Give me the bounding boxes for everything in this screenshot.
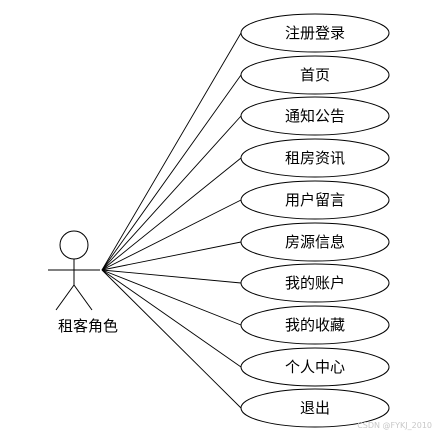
actor-label: 租客角色 <box>58 317 118 335</box>
use-case: 通知公告 <box>240 96 390 136</box>
use-case: 我的收藏 <box>240 305 390 345</box>
actor-tenant: 租客角色 <box>48 230 118 335</box>
use-case-label: 租房资讯 <box>285 149 345 167</box>
association-line <box>101 74 242 271</box>
association-line <box>101 32 242 271</box>
association-lines <box>101 32 242 409</box>
association-line <box>101 115 242 271</box>
use-case: 个人中心 <box>240 347 390 387</box>
use-case-label: 注册登录 <box>285 24 345 42</box>
use-case-ellipse <box>240 180 390 220</box>
use-case-ellipse <box>240 55 390 95</box>
use-case-ellipse <box>240 138 390 178</box>
use-case-ellipse <box>240 388 390 428</box>
use-case-ellipse <box>240 305 390 345</box>
use-case-ellipse <box>240 222 390 262</box>
use-case-ellipse <box>240 13 390 53</box>
association-line <box>101 157 242 271</box>
association-line <box>101 241 242 271</box>
use-case-label: 我的收藏 <box>285 316 345 334</box>
association-line <box>101 269 242 409</box>
association-line <box>101 199 242 271</box>
use-case-label: 用户留言 <box>285 191 345 209</box>
use-case: 首页 <box>240 55 390 95</box>
use-case-ellipse <box>240 263 390 303</box>
use-case-label: 我的账户 <box>285 274 345 292</box>
use-case-label: 首页 <box>300 66 330 84</box>
actor-left-leg <box>55 284 75 311</box>
actor-right-leg <box>73 284 93 311</box>
use-case-label: 通知公告 <box>285 107 345 125</box>
use-case: 租房资讯 <box>240 138 390 178</box>
use-case: 用户留言 <box>240 180 390 220</box>
use-case: 我的账户 <box>240 263 390 303</box>
use-case-label: 房源信息 <box>285 233 345 251</box>
use-case: 注册登录 <box>240 13 390 53</box>
use-case-label: 个人中心 <box>285 358 345 376</box>
use-case-ellipse <box>240 96 390 136</box>
use-case-label: 退出 <box>300 399 330 417</box>
use-case-ellipse <box>240 347 390 387</box>
association-line <box>101 269 242 326</box>
use-case: 房源信息 <box>240 222 390 262</box>
actor-head <box>59 230 89 260</box>
watermark-text: CSDN @FYKJ_2010 <box>357 421 432 430</box>
use-case: 退出 <box>240 388 390 428</box>
association-line <box>101 269 242 284</box>
association-line <box>101 269 242 368</box>
